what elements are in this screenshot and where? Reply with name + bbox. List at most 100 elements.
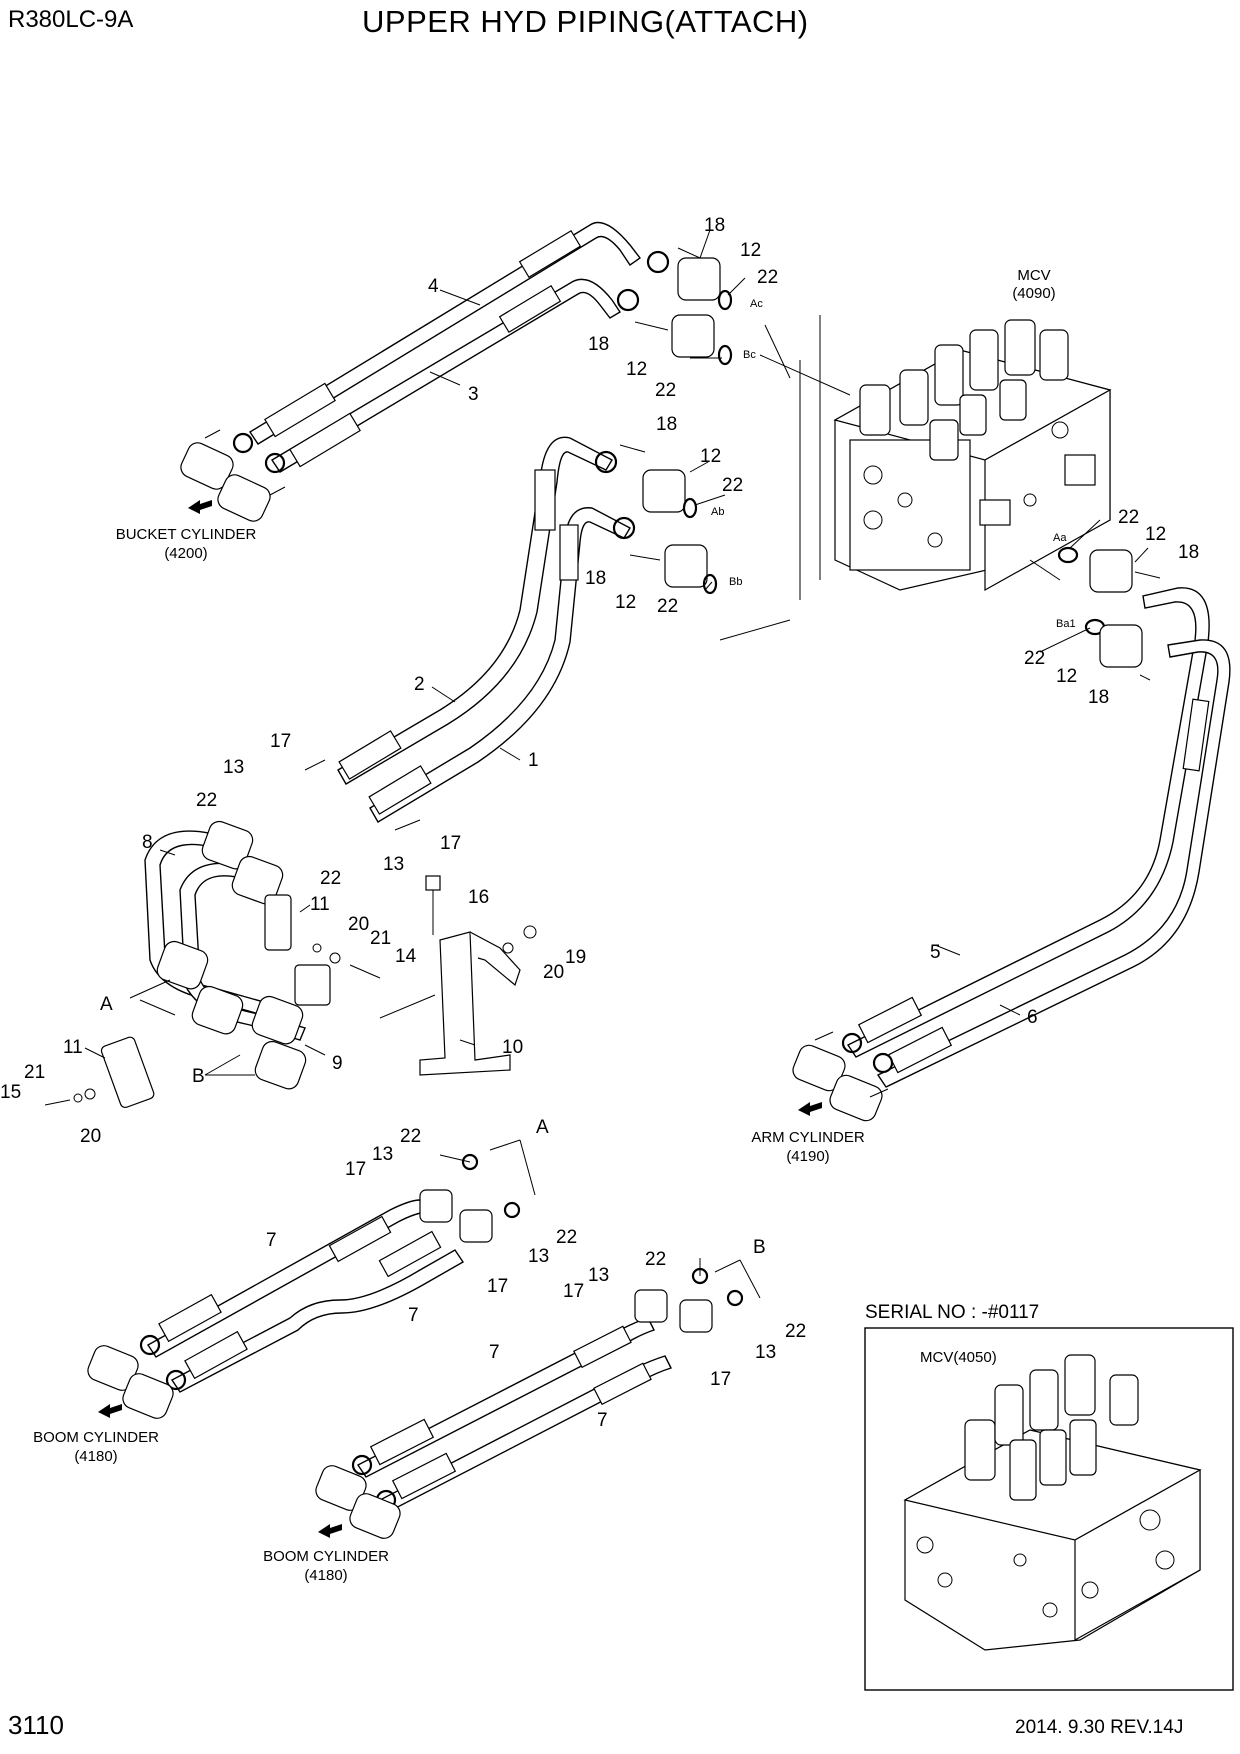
- callout-22-c: 22: [722, 475, 743, 496]
- callout-7-c: 7: [489, 1342, 500, 1363]
- callout-6: 6: [1027, 1007, 1038, 1028]
- boom-cylinder-ref-2: (4180): [304, 1567, 347, 1584]
- hose-1-arm-rod: [368, 507, 631, 823]
- callout-17-b: 17: [440, 833, 461, 854]
- callout-13-e: 13: [588, 1265, 609, 1286]
- callout-2: 2: [414, 674, 425, 695]
- arm-cylinder-flanges: [792, 1031, 894, 1122]
- callout-20-b: 20: [543, 962, 564, 983]
- callout-21-a: 21: [370, 928, 391, 949]
- callout-22-d: 22: [657, 596, 678, 617]
- callout-17-f: 17: [710, 1369, 731, 1390]
- callout-19: 19: [565, 947, 586, 968]
- bucket-cylinder-flanges: [180, 429, 286, 522]
- callout-22-g: 22: [196, 790, 217, 811]
- callout-17-c: 17: [345, 1159, 366, 1180]
- arm-cylinder-label: ARM CYLINDER: [751, 1129, 865, 1146]
- port-ab: Ab: [711, 506, 724, 518]
- callout-22-e: 22: [1118, 507, 1139, 528]
- callout-11-lower: 11: [63, 1037, 83, 1058]
- callout-22-h: 22: [320, 868, 341, 889]
- hose-6-arm: [876, 639, 1231, 1088]
- inset-serial-label: SERIAL NO : -#0117: [865, 1302, 1039, 1323]
- part-callouts: 4 3 2 1 5 6 8 9 10 11 11 14 15 16 19 20 …: [0, 215, 1199, 1431]
- callout-22-j: 22: [556, 1227, 577, 1248]
- callout-18-f: 18: [1088, 687, 1109, 708]
- callout-17-d: 17: [487, 1276, 508, 1297]
- callout-18-c: 18: [656, 414, 677, 435]
- callout-15: 15: [0, 1082, 21, 1103]
- hardware-bolts-washers: [44, 759, 537, 1106]
- inset-frame: [864, 1327, 1234, 1691]
- revision-date: 2014. 9.30 REV.14J: [1015, 1717, 1184, 1738]
- callout-12-b: 12: [626, 359, 647, 380]
- callout-11-upper: 11: [310, 894, 330, 915]
- callout-20-c: 20: [80, 1126, 101, 1147]
- boom-cylinder-label-1: BOOM CYLINDER: [33, 1429, 159, 1446]
- callout-13-c: 13: [372, 1144, 393, 1165]
- page-number: 3110: [8, 1710, 64, 1740]
- mcv-label: MCV: [1017, 267, 1050, 284]
- callout-13-a: 13: [223, 757, 244, 778]
- callout-12-a: 12: [740, 240, 761, 261]
- bracket-10: [419, 875, 521, 1076]
- callout-18-b: 18: [588, 334, 609, 355]
- callout-8: 8: [142, 832, 153, 853]
- callout-4: 4: [428, 276, 439, 297]
- callout-10: 10: [502, 1037, 523, 1058]
- callout-5: 5: [930, 942, 941, 963]
- port-aa: Aa: [1053, 532, 1067, 544]
- callout-20-a: 20: [348, 914, 369, 935]
- leader-lines: [84, 229, 1149, 1299]
- mcv-top-fittings: [616, 247, 733, 366]
- callout-17-e: 17: [563, 1281, 584, 1302]
- mcv-valve-drawing: [833, 319, 1112, 592]
- boom-cylinder-label-2: BOOM CYLINDER: [263, 1548, 389, 1565]
- callout-22-a: 22: [757, 267, 778, 288]
- model-number: R380LC-9A: [8, 6, 134, 33]
- page-title: UPPER HYD PIPING(ATTACH): [362, 4, 809, 39]
- mcv-mid-fittings: [594, 444, 718, 595]
- callout-7-b: 7: [408, 1305, 419, 1326]
- callout-22-i: 22: [400, 1126, 421, 1147]
- port-labels: Ac Bc Ab Bb Aa Ba1: [711, 298, 1076, 630]
- callout-17-a: 17: [270, 731, 291, 752]
- callout-A-lower: A: [536, 1117, 549, 1138]
- port-bb: Bb: [729, 576, 742, 588]
- hose-5-arm: [846, 587, 1210, 1058]
- callout-7-d: 7: [597, 1410, 608, 1431]
- callout-B-lower: B: [753, 1237, 766, 1258]
- callout-12-e: 12: [1145, 524, 1166, 545]
- bucket-cylinder-ref: (4200): [164, 545, 207, 562]
- boom-cylinder-ref-1: (4180): [74, 1448, 117, 1465]
- callout-A-left: A: [100, 994, 113, 1015]
- callout-13-b: 13: [383, 854, 404, 875]
- callout-12-c: 12: [700, 446, 721, 467]
- mcv-ref: (4090): [1012, 285, 1055, 302]
- callout-3: 3: [468, 384, 479, 405]
- pipe-8-9-assembly: [100, 820, 331, 1109]
- callout-21-b: 21: [24, 1062, 45, 1083]
- callout-9: 9: [332, 1053, 343, 1074]
- component-labels: MCV (4090) BUCKET CYLINDER (4200) ARM CY…: [33, 267, 1056, 1584]
- callout-B-left: B: [192, 1066, 205, 1087]
- callout-22-l: 22: [785, 1321, 806, 1342]
- port-ac: Ac: [750, 298, 763, 310]
- callout-22-b: 22: [655, 380, 676, 401]
- callout-13-d: 13: [528, 1246, 549, 1267]
- bucket-cylinder-label: BUCKET CYLINDER: [116, 526, 257, 543]
- inset-mcv-label: MCV(4050): [920, 1349, 997, 1366]
- callout-22-f: 22: [1024, 648, 1045, 669]
- arm-cylinder-ref: (4190): [786, 1148, 829, 1165]
- port-ba1: Ba1: [1056, 618, 1076, 630]
- callout-16: 16: [468, 887, 489, 908]
- callout-18-e: 18: [1178, 542, 1199, 563]
- callout-18-d: 18: [585, 568, 606, 589]
- serial-inset: SERIAL NO : -#0117 MCV(4050): [864, 1302, 1234, 1691]
- callout-12-f: 12: [1056, 666, 1077, 687]
- callout-14: 14: [395, 946, 417, 967]
- port-bc: Bc: [743, 349, 756, 361]
- callout-12-d: 12: [615, 592, 636, 613]
- mcv-right-fittings: [1057, 546, 1161, 681]
